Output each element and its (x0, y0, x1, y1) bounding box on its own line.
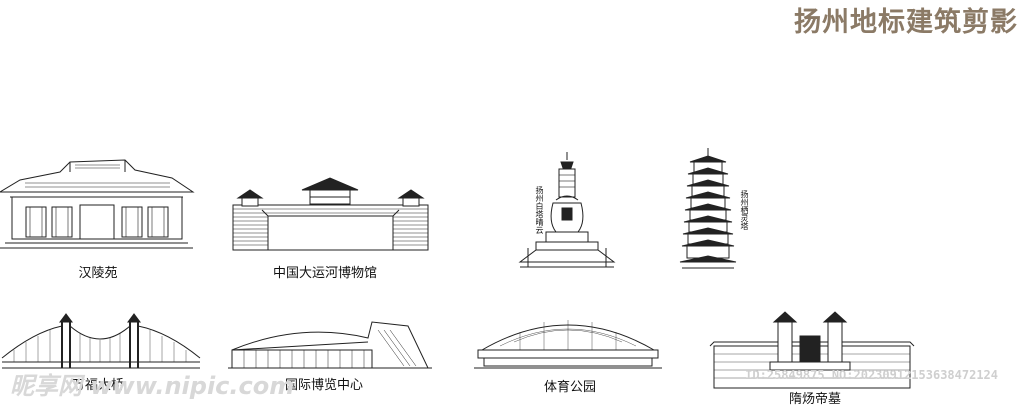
hanlingyuan-illustration (0, 159, 195, 249)
sui-tomb-illustration (709, 311, 915, 389)
bridge-label: 万福大桥 (71, 378, 125, 393)
sports-park-illustration (474, 320, 662, 369)
white-pagoda-illustration (518, 152, 616, 268)
white-pagoda-label: 扬州白塔晴云 (535, 186, 544, 234)
watermark-id: ID:25849875 NO:20230912153638472124 (745, 368, 998, 382)
expo-center-label: 国际博览中心 (284, 378, 364, 393)
expo-center-illustration (228, 321, 432, 369)
canal-museum-label: 中国大运河博物馆 (272, 266, 378, 281)
hanlingyuan-label: 汉陵苑 (78, 266, 118, 281)
canal-museum-illustration (232, 177, 429, 251)
bridge-illustration (1, 313, 201, 369)
page-title: 扬州地标建筑剪影 (794, 7, 1018, 38)
qiling-pagoda-label: 扬州栖灵塔 (740, 190, 749, 230)
watermark-site: 昵享网 www.nipic.com (10, 372, 295, 400)
sports-park-label: 体育公园 (543, 380, 597, 395)
sui-tomb-label: 隋炀帝墓 (788, 392, 842, 407)
qiling-pagoda-illustration (679, 148, 737, 269)
